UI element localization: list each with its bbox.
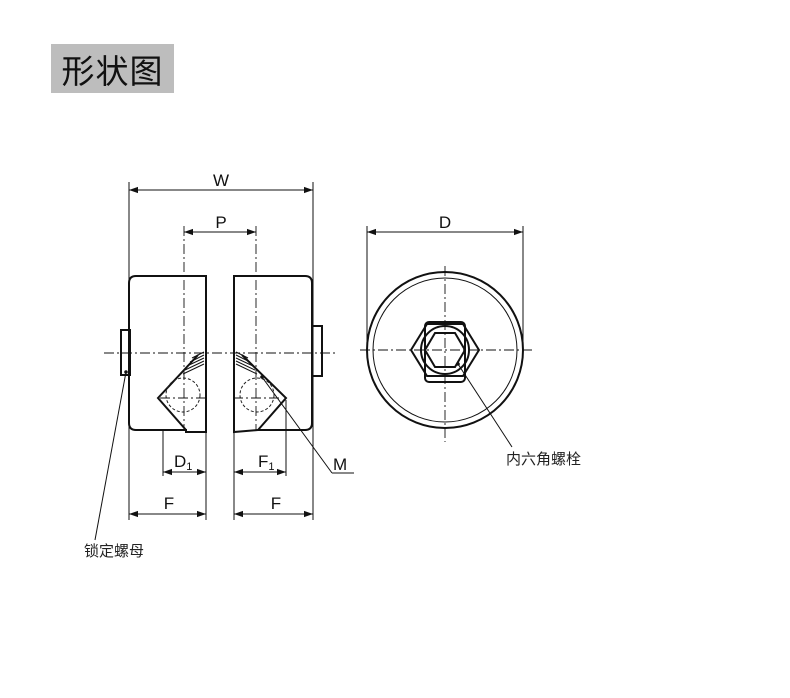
dim-p-label: P bbox=[215, 213, 226, 232]
dim-f-right-label: F bbox=[271, 494, 281, 513]
left-hidden-bore bbox=[165, 377, 201, 413]
dim-f-left-label: F bbox=[164, 494, 174, 513]
hex-bolt-label: 内六角螺栓 bbox=[506, 450, 581, 468]
left-thread-hatch bbox=[182, 351, 205, 375]
right-hub bbox=[233, 275, 313, 434]
m-leader-line bbox=[261, 376, 333, 474]
dim-w-label: W bbox=[213, 171, 229, 190]
left-notch bbox=[156, 354, 199, 431]
side-view: W P D1 F1 M F F 锁定螺母 bbox=[84, 171, 354, 560]
dim-d1-label: D1 bbox=[174, 452, 192, 473]
page-title: 形状图 bbox=[61, 51, 164, 91]
right-thread-hatch bbox=[235, 351, 258, 375]
dim-d-label: D bbox=[439, 213, 451, 232]
lock-nut-leader bbox=[94, 371, 127, 541]
dim-m-label: M bbox=[333, 455, 347, 474]
front-view: D 内六角螺栓 bbox=[360, 213, 581, 468]
hex-bolt-leader bbox=[457, 363, 513, 448]
hex-bolt-leader-dot bbox=[456, 362, 460, 366]
hex-socket-icon bbox=[423, 332, 467, 368]
right-hidden-bore bbox=[239, 377, 275, 413]
lock-nut-leader-dot bbox=[124, 370, 128, 374]
dim-f1-label: F1 bbox=[258, 452, 275, 473]
lock-nut-label: 锁定螺母 bbox=[84, 542, 144, 560]
m-leader-dot bbox=[260, 375, 264, 379]
title-banner: 形状图 bbox=[51, 44, 174, 93]
right-notch bbox=[241, 354, 288, 431]
